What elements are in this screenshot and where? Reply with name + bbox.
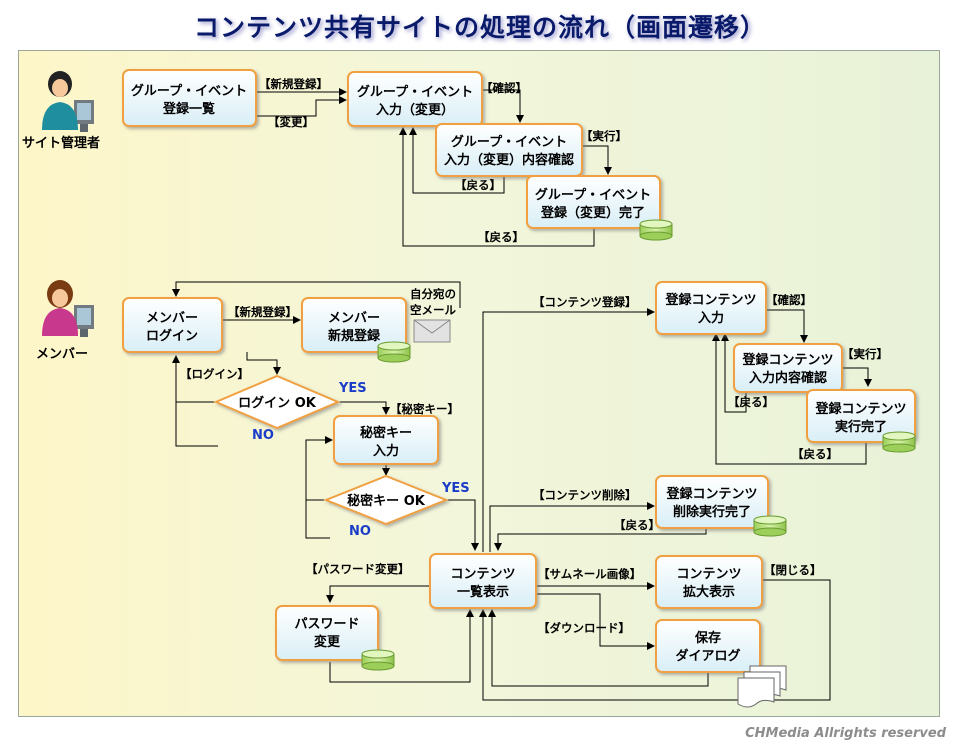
- database-icon-delete-done: [753, 515, 787, 537]
- content-done-line2: 実行完了: [835, 419, 887, 435]
- page-title: コンテンツ共有サイトの処理の流れ（画面遷移）: [193, 13, 766, 42]
- content-list-line1: コンテンツ: [450, 567, 515, 582]
- group-done-line1: グループ・イベント: [535, 187, 651, 203]
- member-register-line1: メンバー: [328, 311, 380, 326]
- execute-label-content: 【実行】: [842, 347, 888, 361]
- member-login-line1: メンバー: [146, 311, 198, 326]
- database-icon-group-done: [639, 219, 673, 241]
- group-confirm-line2: 入力（変更）内容確認: [444, 152, 574, 168]
- box-group-list: グループ・イベント 登録一覧: [122, 69, 257, 127]
- box-delete-done: 登録コンテンツ 削除実行完了: [655, 475, 769, 529]
- back-label-admin-2: 【戻る】: [478, 230, 524, 244]
- execute-label-admin: 【実行】: [581, 129, 627, 143]
- box-content-list: コンテンツ 一覧表示: [429, 553, 537, 609]
- box-secret-input: 秘密キー 入力: [333, 415, 439, 465]
- box-content-confirm: 登録コンテンツ 入力内容確認: [733, 343, 843, 393]
- secret-key-label: 【秘密キー】: [390, 402, 459, 416]
- edge-labels: 【新規登録】 【変更】 【確認】 【実行】 【戻る】 【戻る】 【新規登録】 【…: [180, 77, 888, 635]
- content-list-line2: 一覧表示: [457, 584, 509, 600]
- content-confirm-line1: 登録コンテンツ: [741, 352, 833, 368]
- mail-group: 自分宛の 空メール: [410, 287, 456, 343]
- mail-envelope-icon: [413, 319, 451, 343]
- content-zoom-line1: コンテンツ: [676, 567, 741, 582]
- box-content-zoom: コンテンツ 拡大表示: [655, 555, 763, 609]
- save-dialog-line2: ダイアログ: [675, 648, 740, 664]
- admin-edges: [256, 88, 612, 247]
- mail-label-line2: 空メール: [410, 303, 456, 317]
- confirm-label-admin: 【確認】: [481, 81, 527, 95]
- confirm-label-content: 【確認】: [766, 293, 812, 307]
- box-content-input: 登録コンテンツ 入力: [655, 281, 767, 335]
- back-label-content-1: 【戻る】: [728, 395, 774, 409]
- content-zoom-line2: 拡大表示: [683, 584, 735, 600]
- mail-label-line1: 自分宛の: [410, 287, 456, 301]
- box-password-change: パスワード 変更: [275, 605, 379, 661]
- download-label: 【ダウンロード】: [538, 621, 630, 635]
- database-icon-member-register: [377, 341, 411, 363]
- copyright-text: CHMedia Allrights reserved: [745, 726, 946, 741]
- member-register-line2: 新規登録: [328, 328, 381, 344]
- group-list-line2: 登録一覧: [162, 101, 215, 117]
- yes-label-login: YES: [338, 381, 367, 396]
- admin-actor-label: サイト管理者: [22, 135, 100, 151]
- content-done-line1: 登録コンテンツ: [814, 401, 906, 417]
- member-edges: [172, 281, 872, 701]
- new-register-label-member: 【新規登録】: [228, 305, 297, 319]
- yes-label-secret: YES: [441, 481, 470, 496]
- diamond-secret-ok: 秘密キー OK: [323, 474, 449, 526]
- close-label: 【閉じる】: [764, 563, 822, 577]
- box-group-done: グループ・イベント 登録（変更）完了: [526, 175, 661, 229]
- member-login-line2: ログイン: [146, 328, 198, 344]
- group-input-line1: グループ・イベント: [357, 84, 473, 100]
- back-label-admin-1: 【戻る】: [455, 178, 501, 192]
- secret-input-line2: 入力: [373, 443, 399, 459]
- group-done-line2: 登録（変更）完了: [540, 205, 645, 221]
- database-icon-content-done: [882, 431, 916, 453]
- box-group-confirm: グループ・イベント 入力（変更）内容確認: [435, 123, 583, 177]
- group-input-line2: 入力（変更）: [376, 102, 454, 118]
- password-change-label: 【パスワード変更】: [306, 562, 410, 576]
- secret-ok-text: 秘密キー OK: [347, 493, 426, 509]
- box-save-dialog: 保存 ダイアログ: [655, 619, 761, 673]
- admin-actor-icon: [42, 71, 94, 132]
- content-delete-label: 【コンテンツ削除】: [533, 488, 637, 502]
- box-member-login: メンバー ログイン: [122, 297, 223, 353]
- save-dialog-line1: 保存: [694, 630, 721, 646]
- group-confirm-line1: グループ・イベント: [451, 134, 567, 150]
- back-label-delete: 【戻る】: [614, 518, 660, 532]
- member-actor-label: メンバー: [36, 347, 88, 362]
- content-confirm-line2: 入力内容確認: [749, 370, 827, 386]
- no-label-secret: NO: [349, 524, 371, 539]
- thumbnail-label: 【サムネール画像】: [538, 567, 641, 581]
- content-input-line1: 登録コンテンツ: [664, 292, 756, 308]
- delete-done-line1: 登録コンテンツ: [665, 486, 757, 502]
- no-label-login: NO: [252, 428, 274, 443]
- box-member-register: メンバー 新規登録: [301, 297, 407, 353]
- password-change-line2: 変更: [314, 634, 341, 650]
- delete-done-line2: 削除実行完了: [673, 504, 751, 520]
- group-list-line1: グループ・イベント: [131, 83, 247, 99]
- diamond-login-ok: ログイン OK: [213, 374, 341, 430]
- box-content-done: 登録コンテンツ 実行完了: [806, 389, 916, 443]
- content-register-label: 【コンテンツ登録】: [533, 295, 637, 309]
- box-group-input: グループ・イベント 入力（変更）: [347, 71, 483, 127]
- password-change-line1: パスワード: [294, 617, 359, 632]
- login-ok-text: ログイン OK: [238, 395, 317, 411]
- change-label: 【変更】: [268, 115, 314, 129]
- back-label-content-2: 【戻る】: [792, 447, 838, 461]
- new-register-label-admin: 【新規登録】: [259, 77, 328, 91]
- secret-input-line1: 秘密キー: [360, 425, 412, 441]
- database-icon-password-change: [361, 649, 395, 671]
- content-input-line2: 入力: [698, 310, 724, 326]
- member-actor-icon: [42, 280, 94, 337]
- documents-icon: [737, 665, 787, 708]
- login-label: 【ログイン】: [180, 367, 249, 381]
